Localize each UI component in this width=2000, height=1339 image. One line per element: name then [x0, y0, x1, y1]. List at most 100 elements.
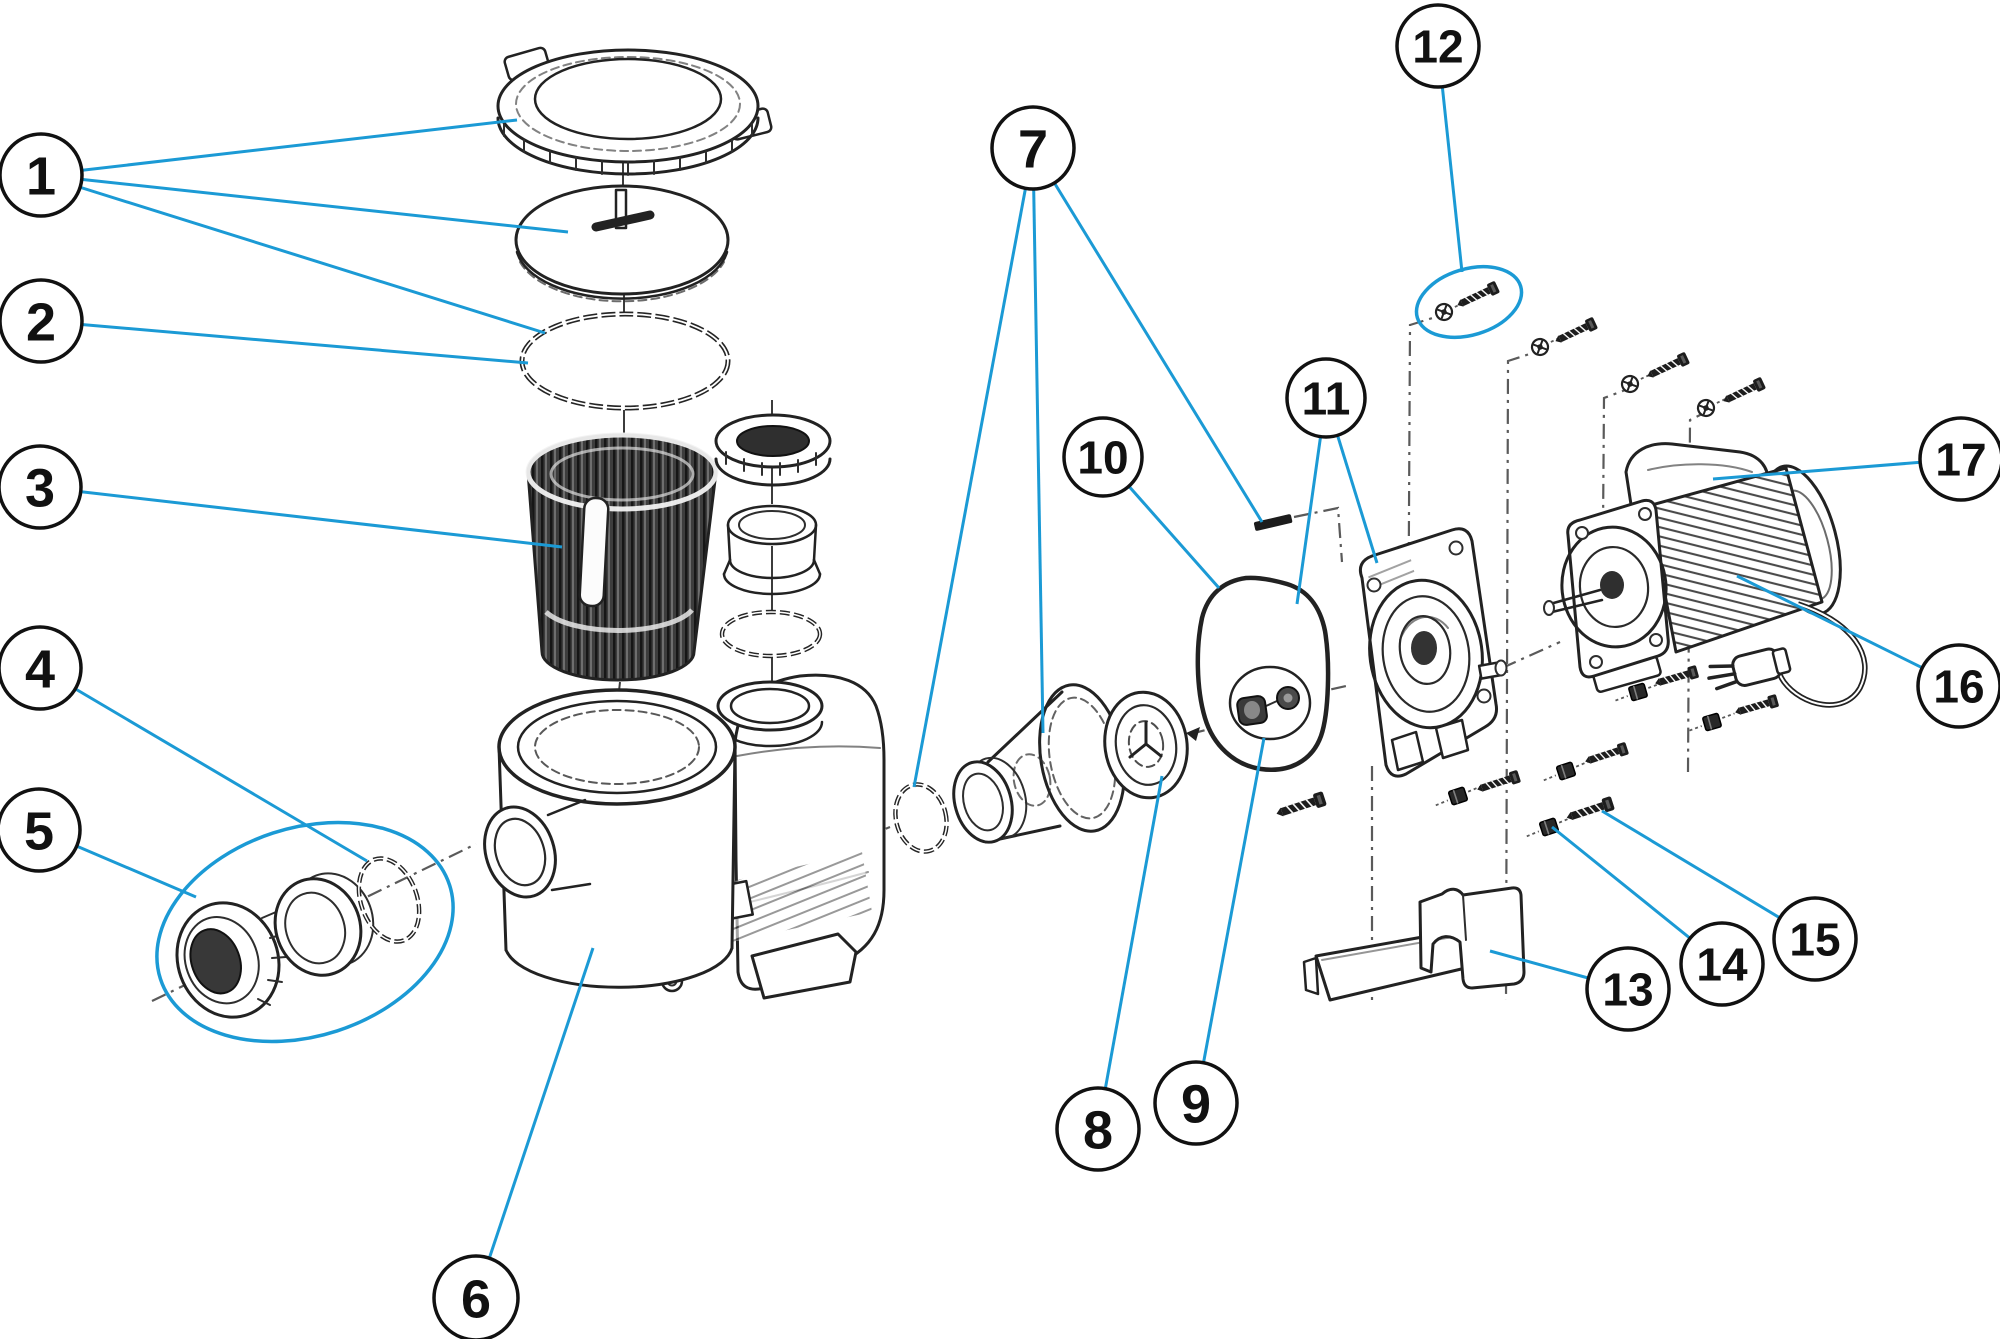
leader-line-1 [40, 173, 569, 234]
callout-circle-14 [1679, 921, 1765, 1007]
callout-circle-6 [432, 1254, 520, 1339]
strainer-basket [525, 432, 719, 682]
mechanical-seal [1228, 665, 1312, 741]
callout-number-16: 16 [1933, 661, 1984, 713]
impeller-nose [1186, 727, 1200, 741]
callout-number-5: 5 [24, 801, 54, 861]
callout-circle-11 [1285, 357, 1367, 439]
lock-ring-castellations [503, 123, 753, 176]
motor-front-flange [1543, 498, 1670, 679]
callout-15-bracket-screw: 15 [1772, 896, 1858, 982]
callout-circle-5 [0, 787, 82, 873]
callout-14-bracket-nut: 14 [1679, 921, 1765, 1007]
leader-lines [38, 45, 1962, 1299]
union-nut [175, 901, 281, 1019]
callout-circle-12 [1395, 3, 1481, 89]
callout-8-impeller: 8 [1055, 1086, 1141, 1172]
callout-9-mechanical-seal: 9 [1153, 1060, 1239, 1146]
leader-line-8 [1096, 775, 1164, 1130]
callout-number-17: 17 [1935, 434, 1986, 486]
callout-2-lid-oring: 2 [0, 278, 84, 364]
callout-13-motor-support-bracket: 13 [1585, 946, 1671, 1032]
callout-number-13: 13 [1602, 964, 1653, 1016]
callout-10-seal-plate-gasket: 10 [1062, 416, 1144, 498]
motor-shaft [1548, 588, 1604, 614]
callout-number-11: 11 [1302, 373, 1351, 425]
callout-number-8: 8 [1083, 1100, 1113, 1160]
callout-17-motor: 17 [1918, 416, 2000, 502]
callout-3-strainer-basket: 3 [0, 444, 83, 530]
callout-circle-15 [1772, 896, 1858, 982]
leader-line-1 [40, 173, 546, 335]
callout-number-1: 1 [26, 146, 56, 206]
seal-plate [1358, 527, 1508, 778]
callout-1-lid-lock-ring-lid-and-oring-assembly: 1 [0, 132, 84, 218]
callout-number-10: 10 [1077, 432, 1128, 484]
leader-line-7 [1031, 147, 1045, 734]
leader-line-2 [40, 319, 529, 365]
callout-circle-8 [1055, 1086, 1141, 1172]
callout-number-7: 7 [1018, 119, 1048, 179]
leader-line-4 [39, 666, 368, 863]
callout-number-14: 14 [1696, 939, 1748, 991]
bracket-screw [1563, 795, 1616, 826]
leader-line-3 [39, 485, 563, 549]
outlet-union-adapter [722, 504, 822, 596]
callout-12-seal-plate-screw-set: 12 [1395, 3, 1481, 89]
inlet-union-assembly [151, 843, 477, 1019]
callout-circle-4 [0, 625, 83, 711]
callout-circle-3 [0, 444, 83, 530]
callout-number-4: 4 [25, 639, 55, 699]
callout-circle-1 [0, 132, 84, 218]
leader-line-9 [1194, 737, 1266, 1104]
bracket-screw-set [1273, 664, 1780, 842]
callout-number-15: 15 [1789, 914, 1840, 966]
callout-16-motor-body: 16 [1916, 643, 2000, 729]
outlet-union-oring [719, 609, 823, 659]
motor-fin-body [1646, 466, 1824, 654]
impeller [1103, 690, 1200, 800]
motor [1543, 442, 1868, 708]
callout-circle-7 [990, 105, 1076, 191]
callout-circle-13 [1585, 946, 1671, 1032]
strainer-pot-rim [497, 688, 737, 806]
callout-circle-2 [0, 278, 84, 364]
union-assembly-highlight [155, 820, 455, 1044]
shaft-key [1253, 514, 1293, 531]
basket-handle-slot [578, 496, 610, 608]
callout-6-pump-body: 6 [432, 1254, 520, 1339]
callout-number-6: 6 [461, 1269, 491, 1329]
callout-4-union-oring: 4 [0, 625, 83, 711]
diffuser [952, 683, 1126, 844]
lock-ring [496, 46, 773, 176]
seal-plate-screw-set [1432, 279, 1767, 420]
callout-circle-9 [1153, 1060, 1239, 1146]
outlet-union-nut [714, 413, 832, 487]
lid-handle [614, 188, 628, 230]
highlight-ellipses [155, 264, 1524, 1044]
strainer-lid [514, 184, 730, 303]
callout-5-union-assembly: 5 [0, 787, 82, 873]
callout-11-seal-plate: 11 [1285, 357, 1367, 439]
callout-number-9: 9 [1181, 1074, 1211, 1134]
power-plug [1707, 647, 1792, 691]
leader-line-6 [474, 947, 595, 1299]
pump-body [483, 673, 886, 1000]
diffuser-oring [893, 782, 949, 854]
screw-pair-highlight [1414, 264, 1524, 340]
callout-circle-16 [1916, 643, 2000, 729]
leader-line-1 [40, 118, 518, 177]
callout-circle-10 [1062, 416, 1144, 498]
leader-line-7 [1031, 147, 1264, 523]
lid-oring [519, 311, 731, 411]
callout-number-12: 12 [1412, 21, 1463, 73]
union-oring [356, 856, 422, 944]
callout-number-2: 2 [26, 292, 56, 352]
callout-circle-17 [1918, 416, 2000, 502]
motor-support-bracket [1302, 886, 1526, 1002]
inlet-port [483, 798, 592, 899]
leader-line-7 [912, 147, 1035, 788]
pump-foot [750, 932, 858, 1000]
